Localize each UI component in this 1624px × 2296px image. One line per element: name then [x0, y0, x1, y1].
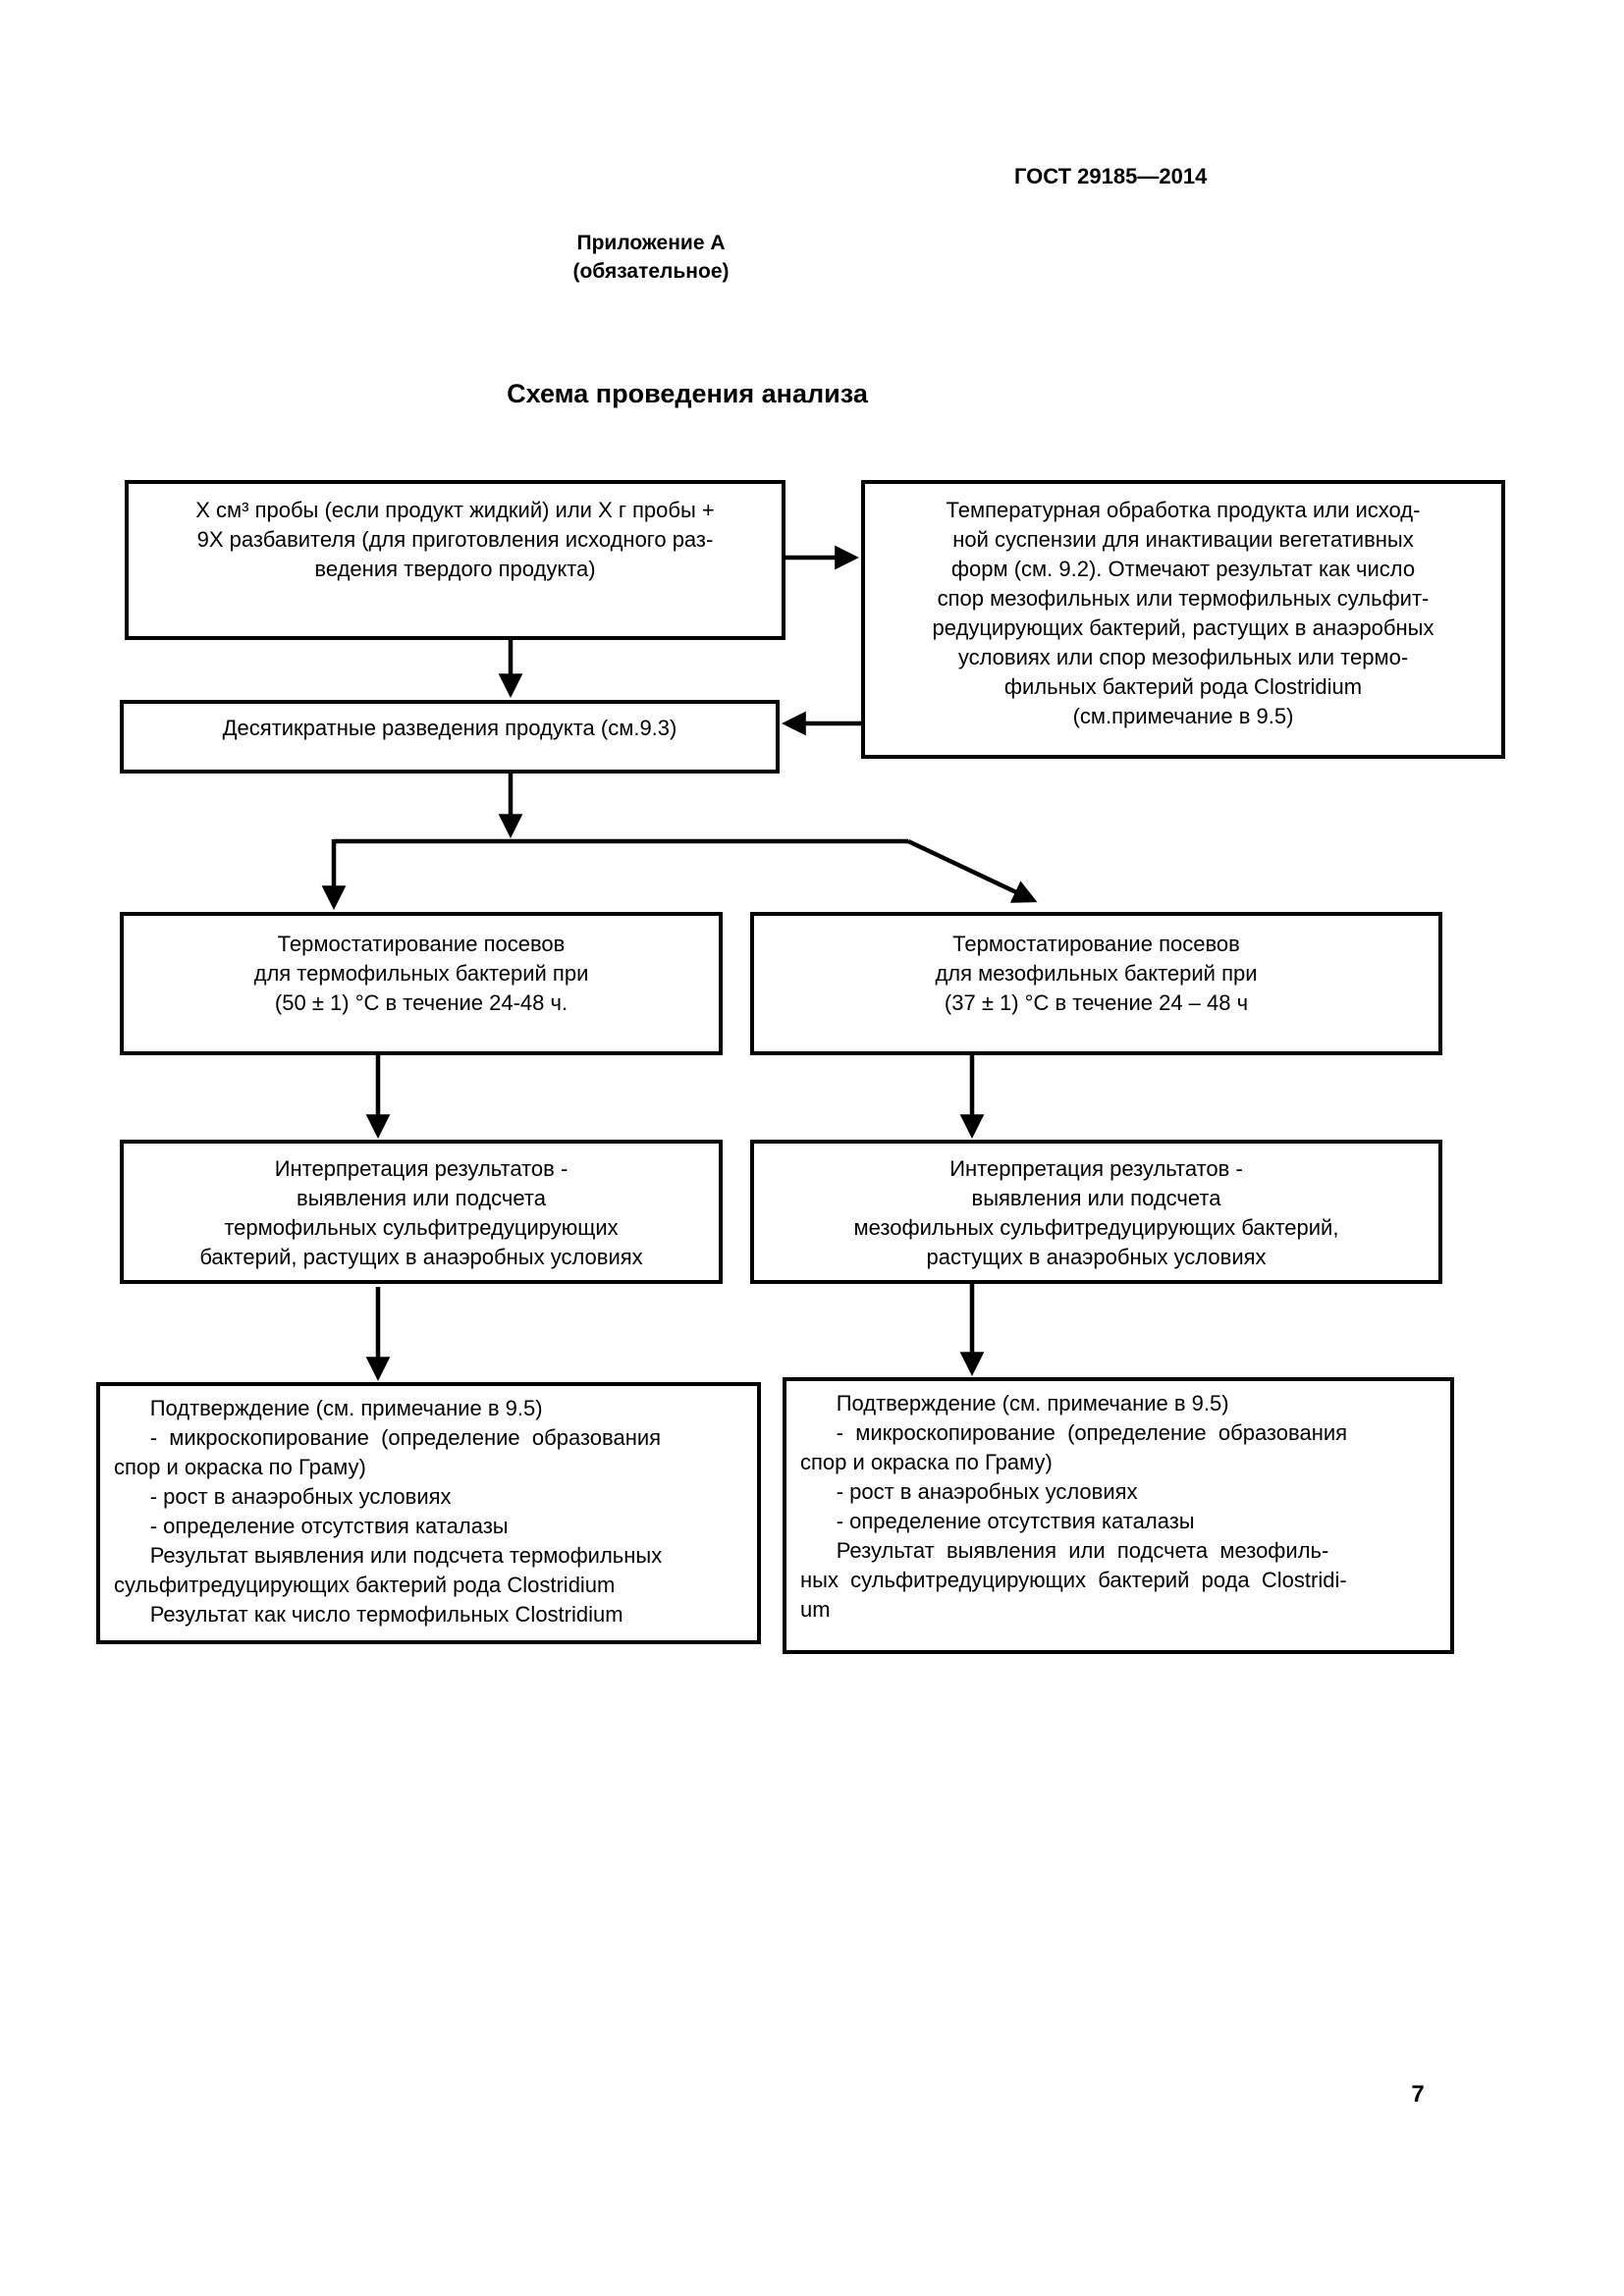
connector-branch-to-mesophilic	[907, 838, 1038, 903]
box-tenfold-dilutions: Десятикратные разведения продукта (см.9.…	[120, 700, 780, 774]
page-number: 7	[1411, 2081, 1425, 2108]
box-mesophilic-interpretation: Интерпретация результатов - выявления ил…	[750, 1140, 1442, 1284]
box-mesophilic-incubation: Термостатирование посевов для мезофильны…	[750, 912, 1442, 1055]
annex-heading: Приложение А (обязательное)	[572, 232, 730, 283]
box-mesophilic-confirmation: Подтверждение (см. примечание в 9.5) - м…	[783, 1377, 1454, 1654]
box-thermophilic-interpretation: Интерпретация результатов - выявления ил…	[120, 1140, 723, 1284]
standard-code: ГОСТ 29185—2014	[1014, 164, 1208, 188]
diagram-title: Схема проведения анализа	[507, 379, 868, 408]
box-heat-treatment: Температурная обработка продукта или исх…	[861, 480, 1505, 759]
box-thermophilic-incubation: Термостатирование посевов для термофильн…	[120, 912, 723, 1055]
box-thermophilic-confirmation: Подтверждение (см. примечание в 9.5) - м…	[96, 1382, 761, 1644]
box-sample-preparation: Х см³ пробы (если продукт жидкий) или Х …	[125, 480, 785, 640]
